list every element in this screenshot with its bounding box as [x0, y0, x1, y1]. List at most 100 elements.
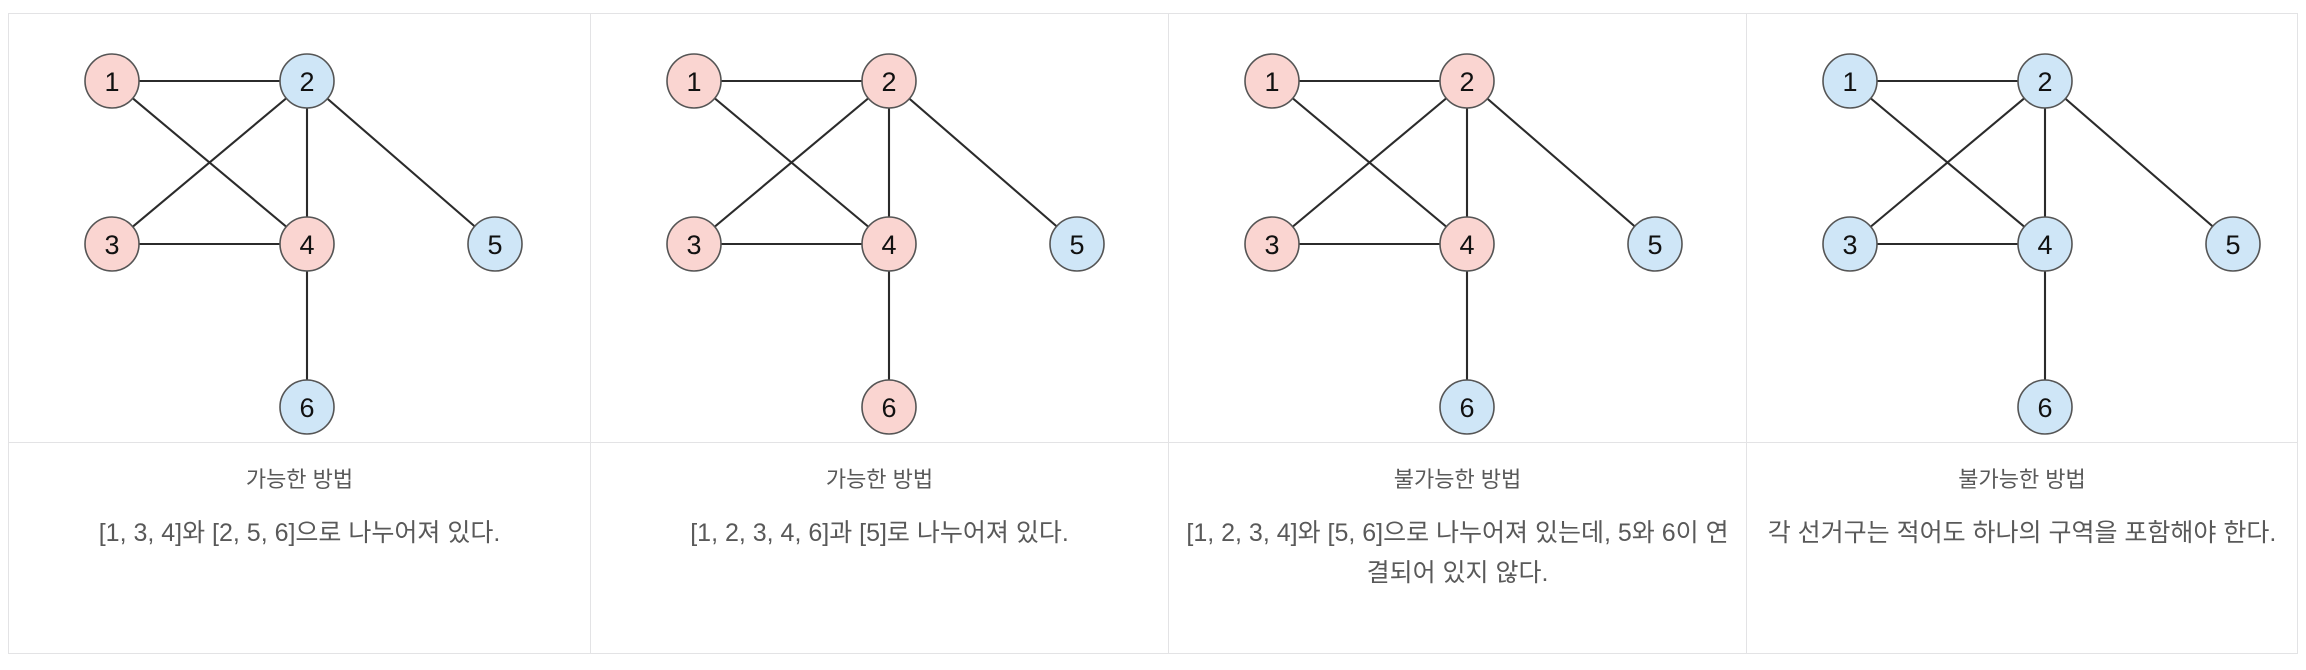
graph-node-4: 4: [1439, 216, 1495, 272]
node-label-1: 1: [1842, 67, 1857, 97]
caption-description-4: 각 선거구는 적어도 하나의 구역을 포함해야 한다.: [1767, 519, 2277, 547]
node-circle-2: [279, 53, 335, 109]
graph-node-1: 1: [1822, 53, 1878, 109]
node-label-3: 3: [104, 230, 119, 260]
graph-diagram-1: 1 2 3 4 5 6: [84, 53, 523, 435]
graph-node-3: 3: [84, 216, 140, 272]
node-circle-5: [1627, 216, 1683, 272]
node-circle-2: [861, 53, 917, 109]
graph-cell-3: 1 2 3 4 5 6: [1169, 14, 1747, 442]
caption-title-4: 불가능한 방법: [1958, 467, 2086, 492]
node-circle-5: [1049, 216, 1105, 272]
node-label-6: 6: [881, 393, 896, 423]
node-circle-6: [861, 379, 917, 435]
node-circle-3: [84, 216, 140, 272]
node-circle-1: [84, 53, 140, 109]
node-circle-1: [1244, 53, 1300, 109]
graph-node-6: 6: [279, 379, 335, 435]
node-circle-2: [1439, 53, 1495, 109]
graph-edge-3-2: [1271, 80, 1468, 245]
graph-edge-3-2: [111, 80, 308, 245]
node-circle-4: [2017, 216, 2073, 272]
graph-node-6: 6: [2017, 379, 2073, 435]
caption-title-2: 가능한 방법: [825, 467, 934, 492]
graph-edge-2-5: [306, 80, 496, 245]
graph-node-3: 3: [1822, 216, 1878, 272]
node-circle-6: [1439, 379, 1495, 435]
node-label-2: 2: [1459, 67, 1474, 97]
graph-edge-2-5: [1466, 80, 1656, 245]
node-label-3: 3: [1264, 230, 1279, 260]
caption-cell-2: 가능한 방법 [1, 2, 3, 4, 6]과 [5]로 나누어져 있다.: [591, 443, 1169, 653]
caption-description-3: [1, 2, 3, 4]와 [5, 6]으로 나누어져 있는데, 5와 6이 연…: [1186, 519, 1729, 587]
node-label-6: 6: [2037, 393, 2052, 423]
graph-node-2: 2: [861, 53, 917, 109]
node-label-4: 4: [2037, 230, 2052, 260]
graph-node-2: 2: [279, 53, 335, 109]
node-circle-3: [666, 216, 722, 272]
node-circle-3: [1244, 216, 1300, 272]
node-label-1: 1: [686, 67, 701, 97]
caption-description-2: [1, 2, 3, 4, 6]과 [5]로 나누어져 있다.: [690, 519, 1069, 547]
node-circle-1: [666, 53, 722, 109]
node-label-6: 6: [299, 393, 314, 423]
graph-node-5: 5: [2205, 216, 2261, 272]
node-label-5: 5: [1647, 230, 1662, 260]
graph-node-3: 3: [1244, 216, 1300, 272]
graph-diagram-2: 1 2 3 4 5 6: [666, 53, 1105, 435]
graph-cell-2: 1 2 3 4 5 6: [591, 14, 1169, 442]
graph-edge-3-2: [1849, 80, 2046, 245]
graph-node-1: 1: [666, 53, 722, 109]
caption-cell-3: 불가능한 방법 [1, 2, 3, 4]와 [5, 6]으로 나누어져 있는데,…: [1169, 443, 1747, 653]
node-label-4: 4: [1459, 230, 1474, 260]
node-circle-6: [2017, 379, 2073, 435]
graph-node-2: 2: [2017, 53, 2073, 109]
graph-node-4: 4: [861, 216, 917, 272]
node-label-6: 6: [1459, 393, 1474, 423]
graph-node-3: 3: [666, 216, 722, 272]
node-label-1: 1: [104, 67, 119, 97]
caption-cell-1: 가능한 방법 [1, 3, 4]와 [2, 5, 6]으로 나누어져 있다.: [9, 443, 591, 653]
graph-node-2: 2: [1439, 53, 1495, 109]
node-label-5: 5: [1069, 230, 1084, 260]
graph-edge-3-2: [693, 80, 890, 245]
graph-node-4: 4: [2017, 216, 2073, 272]
caption-cell-4: 불가능한 방법 각 선거구는 적어도 하나의 구역을 포함해야 한다.: [1747, 443, 2297, 653]
graph-diagram-3: 1 2 3 4 5 6: [1244, 53, 1683, 435]
caption-row: 가능한 방법 [1, 3, 4]와 [2, 5, 6]으로 나누어져 있다. 가…: [9, 442, 2297, 653]
graph-node-5: 5: [1049, 216, 1105, 272]
graph-cell-1: 1 2 3 4 5 6: [9, 14, 591, 442]
comparison-table: 1 2 3 4 5 6 1 2 3 4 5 6 1 2 3 4 5 6 1 2 3 4 5 6 가능한 방법 [1, 3…: [8, 13, 2298, 654]
node-label-4: 4: [299, 230, 314, 260]
node-label-4: 4: [881, 230, 896, 260]
node-circle-3: [1822, 216, 1878, 272]
node-circle-5: [2205, 216, 2261, 272]
graph-node-6: 6: [1439, 379, 1495, 435]
node-label-3: 3: [686, 230, 701, 260]
node-label-1: 1: [1264, 67, 1279, 97]
graph-diagram-4: 1 2 3 4 5 6: [1822, 53, 2261, 435]
caption-title-3: 불가능한 방법: [1393, 467, 1522, 492]
graph-edge-2-5: [2044, 80, 2234, 245]
graph-node-1: 1: [1244, 53, 1300, 109]
node-label-2: 2: [881, 67, 896, 97]
graph-node-4: 4: [279, 216, 335, 272]
node-circle-4: [279, 216, 335, 272]
node-label-3: 3: [1842, 230, 1857, 260]
graph-edge-2-5: [888, 80, 1078, 245]
node-label-2: 2: [2037, 67, 2052, 97]
graph-node-5: 5: [1627, 216, 1683, 272]
graph-node-5: 5: [467, 216, 523, 272]
node-circle-4: [861, 216, 917, 272]
node-circle-2: [2017, 53, 2073, 109]
node-label-2: 2: [299, 67, 314, 97]
caption-title-1: 가능한 방법: [245, 467, 354, 492]
node-circle-1: [1822, 53, 1878, 109]
graph-node-1: 1: [84, 53, 140, 109]
node-circle-4: [1439, 216, 1495, 272]
caption-description-1: [1, 3, 4]와 [2, 5, 6]으로 나누어져 있다.: [98, 519, 501, 547]
graph-node-6: 6: [861, 379, 917, 435]
node-circle-5: [467, 216, 523, 272]
node-label-5: 5: [2225, 230, 2240, 260]
